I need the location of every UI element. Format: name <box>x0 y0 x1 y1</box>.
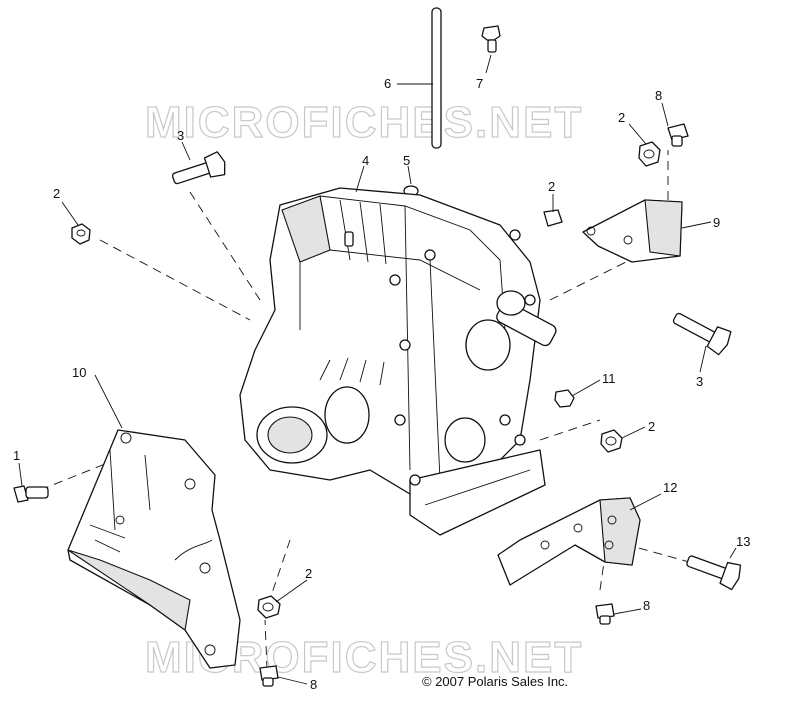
callout-10: 10 <box>72 365 86 380</box>
callout-9: 9 <box>713 215 720 230</box>
leader-7 <box>485 54 492 74</box>
leader-8-top <box>661 102 669 127</box>
bracket-part-12 <box>497 497 641 586</box>
leader-3-right <box>699 345 707 373</box>
callout-8-bottom: 8 <box>310 677 317 692</box>
leader-12 <box>629 493 662 511</box>
callout-3-right: 3 <box>696 374 703 389</box>
copyright-notice: © 2007 Polaris Sales Inc. <box>422 674 568 689</box>
nut-part-2-top-right <box>638 141 661 167</box>
washer-part-11 <box>554 389 575 408</box>
assembly-line-nut-2-left <box>99 239 251 321</box>
callout-2-center: 2 <box>548 179 555 194</box>
watermark-top: MICROFICHES.NET <box>145 98 583 147</box>
leader-4 <box>355 165 365 193</box>
nut-part-2-right <box>600 429 623 453</box>
leader-10 <box>94 374 123 429</box>
assembly-line-bolt-8-bottom <box>264 619 268 671</box>
assembly-line-bolt-3-left <box>189 191 261 301</box>
callout-6: 6 <box>384 76 391 91</box>
bolt-part-3-right <box>672 312 732 356</box>
callout-8-right: 8 <box>643 598 650 613</box>
bolt-part-1 <box>13 485 49 503</box>
spacer-part-2-center <box>543 209 563 227</box>
bolt-part-8-top <box>667 123 689 147</box>
callout-8-top: 8 <box>655 88 662 103</box>
leader-3-left <box>181 141 191 161</box>
leader-8-bottom <box>277 676 308 685</box>
callout-4: 4 <box>362 153 369 168</box>
leader-2-left <box>61 201 79 226</box>
rod-part-6 <box>431 7 442 149</box>
leader-8-right <box>613 608 642 615</box>
bolt-part-8-bottom <box>259 665 279 687</box>
bolt-part-13 <box>686 555 742 591</box>
leader-2-top-right <box>628 123 647 145</box>
leader-1 <box>18 462 23 487</box>
leader-2-right <box>621 426 646 439</box>
assembly-line-bracket-9 <box>549 254 641 301</box>
bolt-part-3-left <box>171 151 226 185</box>
callout-2-top-right: 2 <box>618 110 625 125</box>
nut-part-2-left <box>71 223 91 245</box>
bracket-part-9 <box>582 199 683 263</box>
leader-2-bottom <box>275 579 308 603</box>
leader-11 <box>571 379 601 397</box>
callout-13: 13 <box>736 534 750 549</box>
callout-2-left: 2 <box>53 186 60 201</box>
leader-5 <box>407 165 412 185</box>
callout-12: 12 <box>663 480 677 495</box>
vent-fitting-part-7 <box>481 25 501 53</box>
callout-3-left: 3 <box>177 128 184 143</box>
transfer-case-part-4 <box>239 187 557 536</box>
callout-2-right: 2 <box>648 419 655 434</box>
callout-5: 5 <box>403 153 410 168</box>
bracket-part-10 <box>67 429 241 669</box>
callout-1: 1 <box>13 448 20 463</box>
leader-13 <box>729 547 737 559</box>
bolt-part-8-right <box>595 603 615 625</box>
callout-11: 11 <box>602 371 616 386</box>
leader-9 <box>681 221 712 229</box>
nut-part-2-bottom <box>257 595 281 619</box>
callout-7: 7 <box>476 76 483 91</box>
assembly-line-bolt-1 <box>39 461 111 491</box>
callout-2-bottom: 2 <box>305 566 312 581</box>
assembly-line-nut-2-bottom <box>267 539 291 606</box>
assembly-line-nut-2-right <box>539 419 601 441</box>
